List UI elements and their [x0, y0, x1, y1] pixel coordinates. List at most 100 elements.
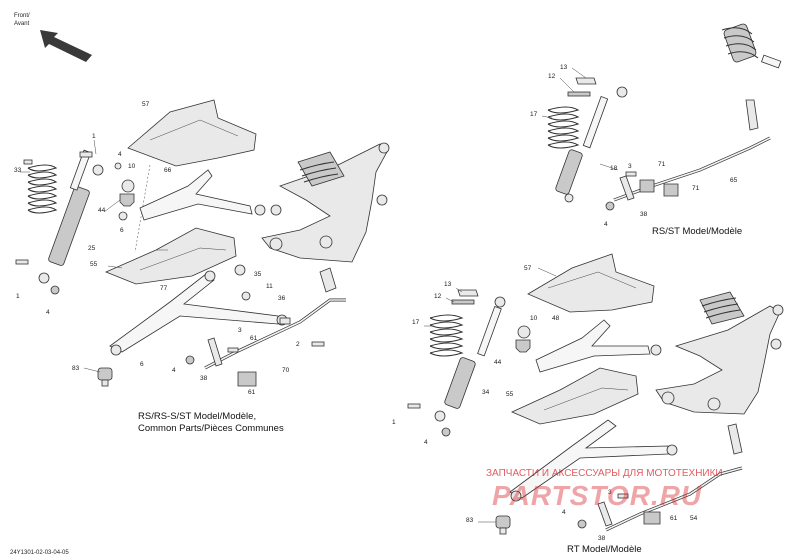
svg-text:10: 10 — [530, 315, 538, 322]
bolt-1-rt — [407, 403, 421, 409]
shock-absorber-top-right — [555, 86, 628, 203]
svg-text:38: 38 — [200, 375, 208, 382]
bushing-71a — [639, 179, 655, 193]
svg-text:66: 66 — [164, 167, 172, 174]
ball-joint-boot-44 — [119, 193, 135, 207]
upper-guard-57-rt — [527, 253, 655, 313]
link-rod-38-rt — [597, 501, 613, 527]
bottom-right-assembly: 57 13 12 17 10 48 44 34 55 1 4 3 4 38 61… — [392, 253, 784, 555]
svg-text:54: 54 — [690, 515, 698, 522]
svg-text:17: 17 — [530, 111, 538, 118]
end-link-rt — [727, 423, 743, 455]
svg-text:36: 36 — [278, 295, 286, 302]
left-assembly: 1 33 4 10 66 44 6 57 25 55 1 4 77 35 11 … — [14, 99, 390, 434]
bolt-2 — [311, 341, 325, 347]
caption-bottom-right: RT Model/Modèle — [567, 544, 642, 555]
svg-text:34: 34 — [482, 389, 490, 396]
bottom-right-callouts: 57 13 12 17 10 48 44 34 55 1 4 3 4 38 61… — [392, 265, 698, 542]
svg-text:4: 4 — [46, 309, 50, 316]
bolt-3-top — [625, 171, 637, 177]
svg-text:4: 4 — [172, 367, 176, 374]
svg-text:6: 6 — [140, 361, 144, 368]
svg-text:6: 6 — [120, 227, 124, 234]
svg-text:12: 12 — [548, 73, 556, 80]
upper-a-arm-66 — [139, 169, 253, 221]
arrow-up-left-icon — [40, 30, 92, 62]
svg-text:1: 1 — [16, 293, 20, 300]
sway-bar-70-inner — [204, 299, 346, 369]
watermark-tagline: ЗАПЧАСТИ И АКСЕССУАРЫ ДЛЯ МОТОТЕХНИКИ — [486, 468, 723, 479]
svg-text:71: 71 — [692, 185, 700, 192]
nut-4b — [185, 355, 195, 365]
knuckle-assembly-rt — [655, 291, 784, 415]
bushing-61 — [237, 371, 257, 387]
bushing-61-rt — [643, 511, 661, 525]
collar-12 — [567, 91, 591, 97]
link-rod-38-top — [619, 175, 635, 201]
link-rod-38 — [207, 337, 223, 367]
front-direction-indicator: Front/ Avant — [14, 13, 92, 62]
coil-spring-rt — [429, 314, 464, 357]
top-right-assembly: 13 12 17 18 3 71 71 65 4 38 RS/ST Model/… — [530, 23, 782, 237]
caption-left-line1: RS/RS-S/ST Model/Modèle, — [138, 411, 256, 422]
left-callouts: 1 33 4 10 66 44 6 57 25 55 1 4 77 35 11 … — [14, 101, 300, 396]
svg-text:70: 70 — [282, 367, 290, 374]
svg-text:10: 10 — [128, 163, 136, 170]
figure-code: 24Y1301-02-03-04-05 — [10, 550, 69, 556]
svg-text:61: 61 — [250, 335, 258, 342]
svg-text:3: 3 — [238, 327, 242, 334]
washer — [114, 162, 122, 170]
svg-text:77: 77 — [160, 285, 168, 292]
nut-4b-rt — [577, 519, 587, 529]
svg-text:57: 57 — [142, 101, 150, 108]
svg-text:3: 3 — [628, 163, 632, 170]
nut-4-top — [605, 201, 615, 211]
ring-10 — [121, 179, 135, 193]
shock-absorber-left — [38, 149, 104, 284]
svg-text:44: 44 — [98, 207, 106, 214]
spring-seat — [23, 159, 33, 165]
lower-a-arm-54 — [509, 419, 669, 499]
svg-text:38: 38 — [598, 535, 606, 542]
svg-text:25: 25 — [88, 245, 96, 252]
svg-text:4: 4 — [562, 509, 566, 516]
bolt-3-rt — [617, 493, 629, 499]
bolt-3 — [227, 347, 239, 353]
watermark: ЗАПЧАСТИ И АКСЕССУАРЫ ДЛЯ МОТОТЕХНИКИ PA… — [486, 468, 723, 511]
bushing-36 — [279, 317, 291, 325]
collar-12-rt — [451, 299, 475, 305]
direction-label-front: Front/ — [14, 13, 30, 19]
svg-text:61: 61 — [248, 389, 256, 396]
lower-guard-55 — [104, 227, 237, 285]
svg-text:17: 17 — [412, 319, 420, 326]
svg-text:65: 65 — [730, 177, 738, 184]
caption-left-line2: Common Parts/Pièces Communes — [138, 423, 284, 434]
svg-text:4: 4 — [118, 151, 122, 158]
top-right-callouts: 13 12 17 18 3 71 71 65 4 38 — [530, 64, 738, 228]
ball-joint-83 — [97, 367, 113, 387]
svg-text:4: 4 — [424, 439, 428, 446]
svg-text:11: 11 — [266, 283, 273, 290]
boot-44-rt — [515, 339, 531, 353]
ball-joint-83-rt — [495, 515, 511, 535]
svg-text:38: 38 — [640, 211, 648, 218]
nut-6 — [118, 211, 128, 221]
svg-text:13: 13 — [560, 64, 568, 71]
svg-text:55: 55 — [90, 261, 98, 268]
bolt-1 — [15, 259, 29, 265]
svg-text:83: 83 — [466, 517, 474, 524]
bump-stop-13-rt — [457, 289, 479, 297]
svg-text:2: 2 — [296, 341, 300, 348]
shock-absorber-corner — [721, 23, 782, 69]
svg-text:4: 4 — [604, 221, 608, 228]
svg-text:35: 35 — [254, 271, 262, 278]
svg-text:44: 44 — [494, 359, 502, 366]
shock-absorber-rt — [434, 296, 506, 422]
svg-text:48: 48 — [552, 315, 560, 322]
svg-text:13: 13 — [444, 281, 452, 288]
svg-text:61: 61 — [670, 515, 678, 522]
bushing-71b — [663, 183, 679, 197]
spring-collar — [79, 151, 93, 158]
lower-a-arm-77 — [109, 273, 279, 353]
